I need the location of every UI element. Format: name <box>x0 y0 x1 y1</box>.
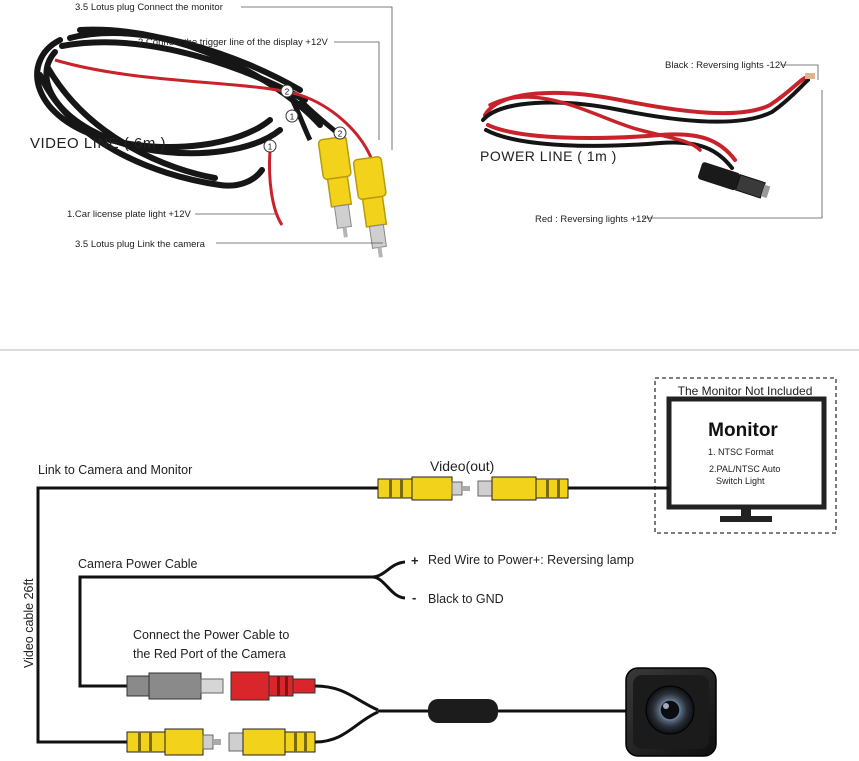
inline-cable-box <box>428 699 498 723</box>
video-cable-length-label: Video cable 26ft <box>22 578 36 668</box>
svg-text:2: 2 <box>338 130 343 139</box>
callout-plate-light: 1.Car license plate light +12V <box>67 209 192 220</box>
power-line-title: POWER LINE ( 1m ) <box>480 148 617 164</box>
power-line-callouts <box>642 64 823 219</box>
video-line-callouts <box>195 6 393 244</box>
monitor-title: Monitor <box>708 420 778 441</box>
callout-bottom-plug: 3.5 Lotus plug Link the camera <box>75 239 206 250</box>
video-port-yellow-right <box>228 728 316 756</box>
video-line-photo: 2 1 2 1 <box>34 26 388 258</box>
black-wire-label: Black to GND <box>428 592 504 606</box>
svg-text:1: 1 <box>268 143 273 152</box>
callout-red-wire: Red : Reversing lights +12V <box>535 214 654 225</box>
badge-1-upper: 1 <box>285 109 299 123</box>
callout-top-plug: 3.5 Lotus plug Connect the monitor <box>75 2 223 13</box>
callout-trigger-line: 2.Connect the trigger line of the displa… <box>138 37 329 48</box>
video-out-connector-pair <box>377 476 569 501</box>
red-wire-label: Red Wire to Power+: Reversing lamp <box>428 553 634 567</box>
monitor-box <box>654 377 837 534</box>
camera-power-cable-label: Camera Power Cable <box>78 557 198 571</box>
badge-2-upper: 2 <box>280 84 294 98</box>
monitor-line-2b: Switch Light <box>716 476 765 486</box>
power-line-photo <box>481 73 815 199</box>
badge-1-lower: 1 <box>263 139 277 153</box>
connect-power-label-line2: the Red Port of the Camera <box>133 647 286 661</box>
monitor-line-2a: 2.PAL/NTSC Auto <box>709 464 780 474</box>
monitor-not-included-caption: The Monitor Not Included <box>678 384 813 398</box>
link-camera-monitor-label: Link to Camera and Monitor <box>38 463 192 477</box>
monitor-line-1: 1. NTSC Format <box>708 447 774 457</box>
video-cable <box>36 486 669 744</box>
badge-2-lower: 2 <box>333 126 347 140</box>
video-out-label: Video(out) <box>430 458 494 474</box>
video-line-title: VIDEO LINE ( 6m ) <box>30 135 166 152</box>
camera-unit <box>625 667 717 757</box>
video-plug-yellow-left <box>126 728 221 756</box>
red-wire-sign: + <box>411 553 419 568</box>
black-wire-sign: - <box>412 590 416 605</box>
callout-black-wire: Black : Reversing lights -12V <box>665 60 787 71</box>
power-port-red <box>230 671 316 701</box>
connect-power-label-line1: Connect the Power Cable to <box>133 628 289 642</box>
camera-lead-cables <box>314 684 628 744</box>
svg-text:1: 1 <box>290 113 295 122</box>
svg-text:2: 2 <box>285 88 290 97</box>
camera-power-cable <box>78 560 406 688</box>
power-plug-grey <box>126 672 224 700</box>
